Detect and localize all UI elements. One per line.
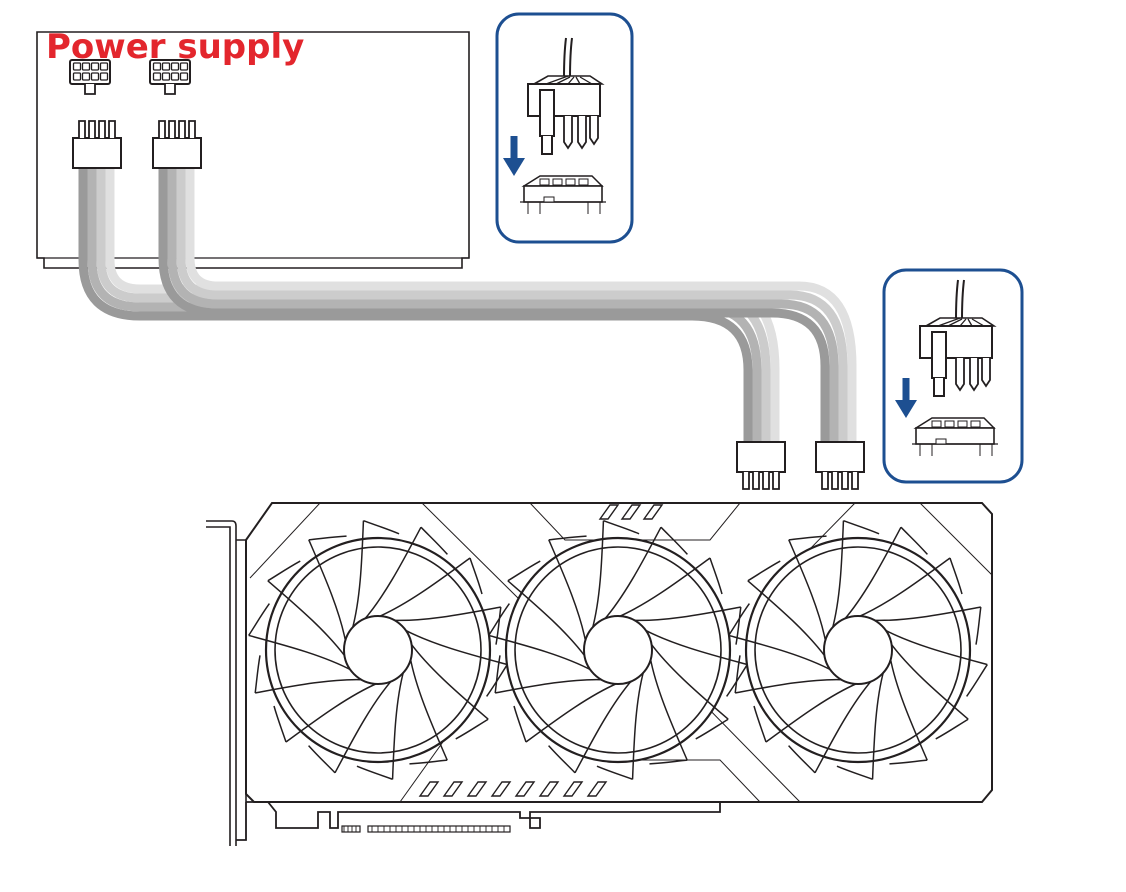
fan-blade — [872, 606, 982, 645]
psu-title: Power supply — [46, 27, 304, 67]
gpu-plug-2 — [815, 441, 865, 490]
pcie-power-cable-bundle — [72, 120, 865, 490]
fan-blade — [643, 628, 748, 697]
top-vent — [598, 504, 664, 520]
fan-blade — [734, 655, 844, 694]
fan-hub — [583, 615, 653, 685]
vent-slot — [586, 781, 608, 797]
fan-blade — [513, 682, 619, 743]
fan-hub — [343, 615, 413, 685]
fan-blade — [591, 520, 640, 630]
fan-blade — [254, 655, 364, 694]
fan-blade — [409, 657, 448, 765]
fan-blade — [617, 557, 723, 618]
fan-blade — [788, 679, 873, 774]
vent-slot — [620, 504, 642, 520]
fan-blade — [883, 628, 988, 697]
shroud-facets — [249, 502, 993, 803]
power-supply-unit — [36, 31, 470, 269]
fan-blade — [857, 557, 963, 618]
vent-slot — [538, 781, 560, 797]
fan-blade — [753, 682, 859, 743]
fan-blade — [728, 603, 833, 672]
cable-2 — [158, 168, 857, 442]
fan-blade — [889, 657, 928, 765]
fan-2 — [488, 520, 748, 780]
fan-blade — [248, 603, 353, 672]
fan-blade — [649, 657, 688, 765]
fan-blade — [843, 526, 928, 621]
vent-slot — [598, 504, 620, 520]
fan-blade — [548, 535, 587, 643]
fan-3 — [728, 520, 988, 780]
vent-slot — [642, 504, 664, 520]
fan-blade — [836, 670, 885, 780]
vent-slot — [514, 781, 536, 797]
pcb — [246, 801, 721, 829]
fan-blade — [596, 670, 645, 780]
fan-1 — [248, 520, 508, 780]
vent-slot — [562, 781, 584, 797]
fan-blade — [267, 560, 347, 658]
psu-side-connection-callout — [495, 12, 634, 244]
fan-blade — [632, 606, 742, 645]
bottom-vent — [418, 781, 608, 797]
fan-blade — [377, 557, 483, 618]
graphics-card — [206, 502, 993, 846]
io-bracket — [206, 520, 247, 846]
fan-blade — [409, 642, 489, 740]
vent-slot — [418, 781, 440, 797]
fan-blade — [392, 606, 502, 645]
fan-hub — [823, 615, 893, 685]
fan-blade — [889, 642, 969, 740]
vent-slot — [442, 781, 464, 797]
gpu-plug-1 — [736, 441, 786, 490]
fan-blade — [351, 520, 400, 630]
fan-blade — [649, 642, 729, 740]
fan-blade — [356, 670, 405, 780]
vent-slot — [490, 781, 512, 797]
vent-slot — [466, 781, 488, 797]
pcie-connector — [341, 825, 511, 833]
fan-blade — [363, 526, 448, 621]
fan-blade — [308, 535, 347, 643]
fan-blade — [403, 628, 508, 697]
fan-blade — [603, 526, 688, 621]
fan-blade — [747, 560, 827, 658]
fan-blade — [488, 603, 593, 672]
fan-blade — [548, 679, 633, 774]
fan-blade — [831, 520, 880, 630]
gpu-side-connection-callout — [882, 268, 1024, 484]
fan-blade — [273, 682, 379, 743]
fan-blade — [507, 560, 587, 658]
fan-blade — [494, 655, 604, 694]
fan-blade — [788, 535, 827, 643]
fan-blade — [308, 679, 393, 774]
